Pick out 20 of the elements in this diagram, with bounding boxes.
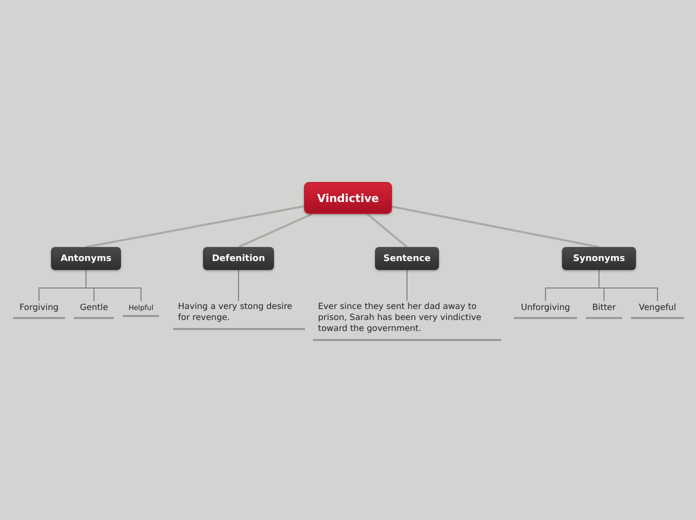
main-topic: Synonyms bbox=[562, 247, 636, 270]
connector-line bbox=[86, 205, 304, 248]
main-topic: Antonyms bbox=[51, 247, 121, 270]
subtopic: Unforgiving bbox=[514, 301, 577, 319]
subtopic: Vengeful bbox=[631, 301, 684, 319]
main-topic: Sentence bbox=[375, 247, 439, 270]
connector-line bbox=[238, 270, 239, 302]
connector-line bbox=[238, 213, 313, 248]
subtopic: Bitter bbox=[586, 301, 622, 319]
central-topic: Vindictive bbox=[304, 182, 392, 214]
connector-line bbox=[406, 270, 408, 302]
subtopic: Forgiving bbox=[13, 301, 65, 319]
connector-line bbox=[86, 270, 142, 302]
subtopic-note: Ever since they sent her dad away to prison, Sarah has been very vindictive toward the government. bbox=[313, 301, 501, 341]
main-topic: Defenition bbox=[203, 247, 274, 270]
connector-line bbox=[366, 213, 408, 248]
connector-line bbox=[392, 206, 600, 248]
subtopic-note: Having a very stong desire for revenge. bbox=[173, 301, 305, 330]
subtopic: Gentle bbox=[74, 301, 114, 319]
connector-line bbox=[598, 270, 658, 302]
